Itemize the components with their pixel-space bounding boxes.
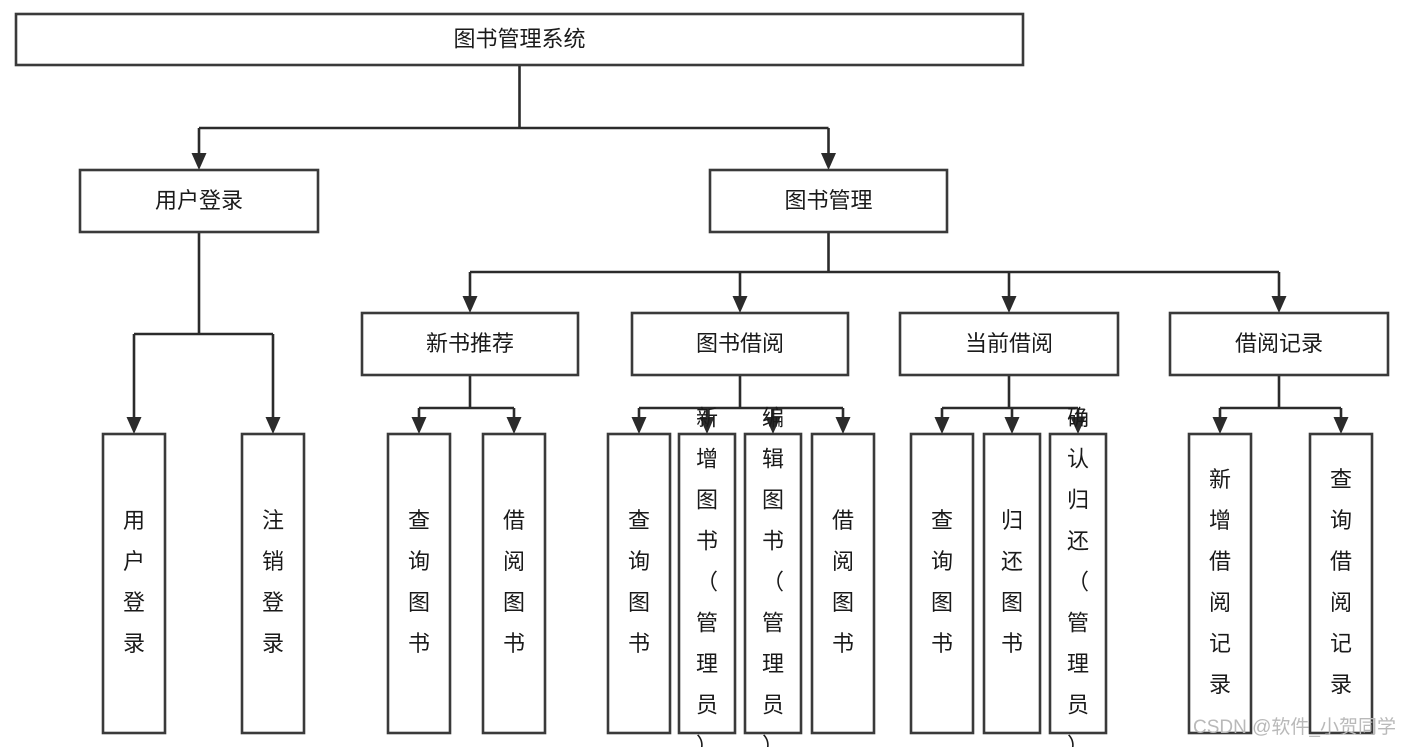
node-label-book-borrow: 图书借阅 <box>696 331 784 356</box>
node-leaf-add-book-admin[interactable]: 新增图书（管理员） <box>677 406 737 747</box>
node-label-leaf-logout: 注销登录 <box>262 508 284 656</box>
node-box-new-book-recommend[interactable] <box>360 311 580 377</box>
node-label-leaf-query-book-3: 查询图书 <box>931 508 953 656</box>
node-leaf-borrow-book-2[interactable]: 借阅图书 <box>810 432 876 735</box>
node-label-current-borrow: 当前借阅 <box>965 331 1053 356</box>
new-book-recommend-to-leaf-query-book-1-arrowhead <box>411 417 427 434</box>
node-leaf-query-book-1[interactable]: 查询图书 <box>386 432 452 735</box>
node-label-leaf-borrow-book-2: 借阅图书 <box>832 508 854 656</box>
current-borrow-to-leaf-confirm-return-admin-arrowhead <box>1070 417 1086 434</box>
node-label-leaf-add-record: 新增借阅记录 <box>1209 467 1231 697</box>
node-label-leaf-add-book-admin: 新增图书（管理员） <box>696 406 718 747</box>
node-label-leaf-edit-book-admin: 编辑图书（管理员） <box>762 406 784 747</box>
book-borrow-to-leaf-edit-book-admin-arrowhead <box>765 417 781 434</box>
node-root[interactable]: 图书管理系统 <box>14 12 1025 67</box>
node-box-user-login[interactable] <box>78 168 320 234</box>
node-layer: 图书管理系统用户登录图书管理新书推荐图书借阅当前借阅借阅记录用户登录注销登录查询… <box>14 12 1390 747</box>
current-borrow-to-leaf-return-book-arrowhead <box>1004 417 1020 434</box>
node-leaf-return-book[interactable]: 归还图书 <box>982 432 1042 735</box>
node-box-leaf-query-book-2[interactable] <box>606 432 672 735</box>
node-box-leaf-borrow-book-2[interactable] <box>810 432 876 735</box>
node-current-borrow[interactable]: 当前借阅 <box>898 311 1120 377</box>
bookmanage-to-book-borrow-arrowhead <box>732 296 748 313</box>
node-leaf-logout[interactable]: 注销登录 <box>240 432 306 735</box>
borrow-record-to-leaf-query-record-arrowhead <box>1333 417 1349 434</box>
node-label-leaf-query-book-2: 查询图书 <box>628 508 650 656</box>
node-box-leaf-borrow-book-1[interactable] <box>481 432 547 735</box>
node-label-leaf-confirm-return-admin: 确认归还（管理员） <box>1067 406 1089 747</box>
node-label-root: 图书管理系统 <box>453 26 585 51</box>
userlogin-to-leaf-logout-arrowhead <box>265 417 281 434</box>
node-user-login[interactable]: 用户登录 <box>78 168 320 234</box>
node-box-leaf-add-book-admin[interactable] <box>677 432 737 735</box>
node-label-borrow-record: 借阅记录 <box>1235 331 1323 356</box>
node-box-leaf-confirm-return-admin[interactable] <box>1048 432 1108 735</box>
bookmanage-to-borrow-record-arrowhead <box>1271 296 1287 313</box>
current-borrow-to-leaf-query-book-3-arrowhead <box>934 417 950 434</box>
node-leaf-confirm-return-admin[interactable]: 确认归还（管理员） <box>1048 406 1108 747</box>
node-leaf-user-login[interactable]: 用户登录 <box>101 432 167 735</box>
node-box-root[interactable] <box>14 12 1025 67</box>
csdn-watermark: CSDN @软件_小贺同学 <box>1193 716 1396 738</box>
new-book-recommend-to-leaf-borrow-book-1-arrowhead <box>506 417 522 434</box>
node-leaf-query-book-2[interactable]: 查询图书 <box>606 432 672 735</box>
node-box-leaf-logout[interactable] <box>240 432 306 735</box>
node-label-book-manage: 图书管理 <box>784 188 872 213</box>
root-to-user-login-arrowhead <box>191 153 207 170</box>
node-borrow-record[interactable]: 借阅记录 <box>1168 311 1390 377</box>
userlogin-to-leaf-user-login-arrowhead <box>126 417 142 434</box>
node-label-leaf-return-book: 归还图书 <box>1001 508 1023 656</box>
bookmanage-to-new-book-recommend-arrowhead <box>462 296 478 313</box>
node-label-leaf-query-record: 查询借阅记录 <box>1330 467 1352 697</box>
node-box-leaf-query-book-3[interactable] <box>909 432 975 735</box>
node-label-user-login: 用户登录 <box>155 188 243 213</box>
book-borrow-to-leaf-borrow-book-2-arrowhead <box>835 417 851 434</box>
node-box-leaf-add-record[interactable] <box>1187 432 1253 735</box>
node-box-current-borrow[interactable] <box>898 311 1120 377</box>
node-book-manage[interactable]: 图书管理 <box>708 168 949 234</box>
node-leaf-query-record[interactable]: 查询借阅记录 <box>1308 432 1374 735</box>
borrow-record-to-leaf-add-record-arrowhead <box>1212 417 1228 434</box>
node-leaf-add-record[interactable]: 新增借阅记录 <box>1187 432 1253 735</box>
node-box-leaf-return-book[interactable] <box>982 432 1042 735</box>
node-box-leaf-user-login[interactable] <box>101 432 167 735</box>
node-box-book-borrow[interactable] <box>630 311 850 377</box>
book-borrow-to-leaf-query-book-2-arrowhead <box>631 417 647 434</box>
connector-layer <box>126 65 1349 434</box>
book-borrow-to-leaf-add-book-admin-arrowhead <box>699 417 715 434</box>
node-leaf-query-book-3[interactable]: 查询图书 <box>909 432 975 735</box>
node-new-book-recommend[interactable]: 新书推荐 <box>360 311 580 377</box>
node-label-new-book-recommend: 新书推荐 <box>426 331 514 356</box>
root-to-book-manage-arrowhead <box>821 153 836 170</box>
node-box-borrow-record[interactable] <box>1168 311 1390 377</box>
node-leaf-edit-book-admin[interactable]: 编辑图书（管理员） <box>743 406 803 747</box>
node-box-leaf-query-book-1[interactable] <box>386 432 452 735</box>
node-box-leaf-edit-book-admin[interactable] <box>743 432 803 735</box>
node-box-book-manage[interactable] <box>708 168 949 234</box>
node-label-leaf-borrow-book-1: 借阅图书 <box>503 508 525 656</box>
node-box-leaf-query-record[interactable] <box>1308 432 1374 735</box>
node-book-borrow[interactable]: 图书借阅 <box>630 311 850 377</box>
node-label-leaf-user-login: 用户登录 <box>123 508 145 656</box>
bookmanage-to-current-borrow-arrowhead <box>1001 296 1017 313</box>
node-label-leaf-query-book-1: 查询图书 <box>408 508 430 656</box>
node-leaf-borrow-book-1[interactable]: 借阅图书 <box>481 432 547 735</box>
